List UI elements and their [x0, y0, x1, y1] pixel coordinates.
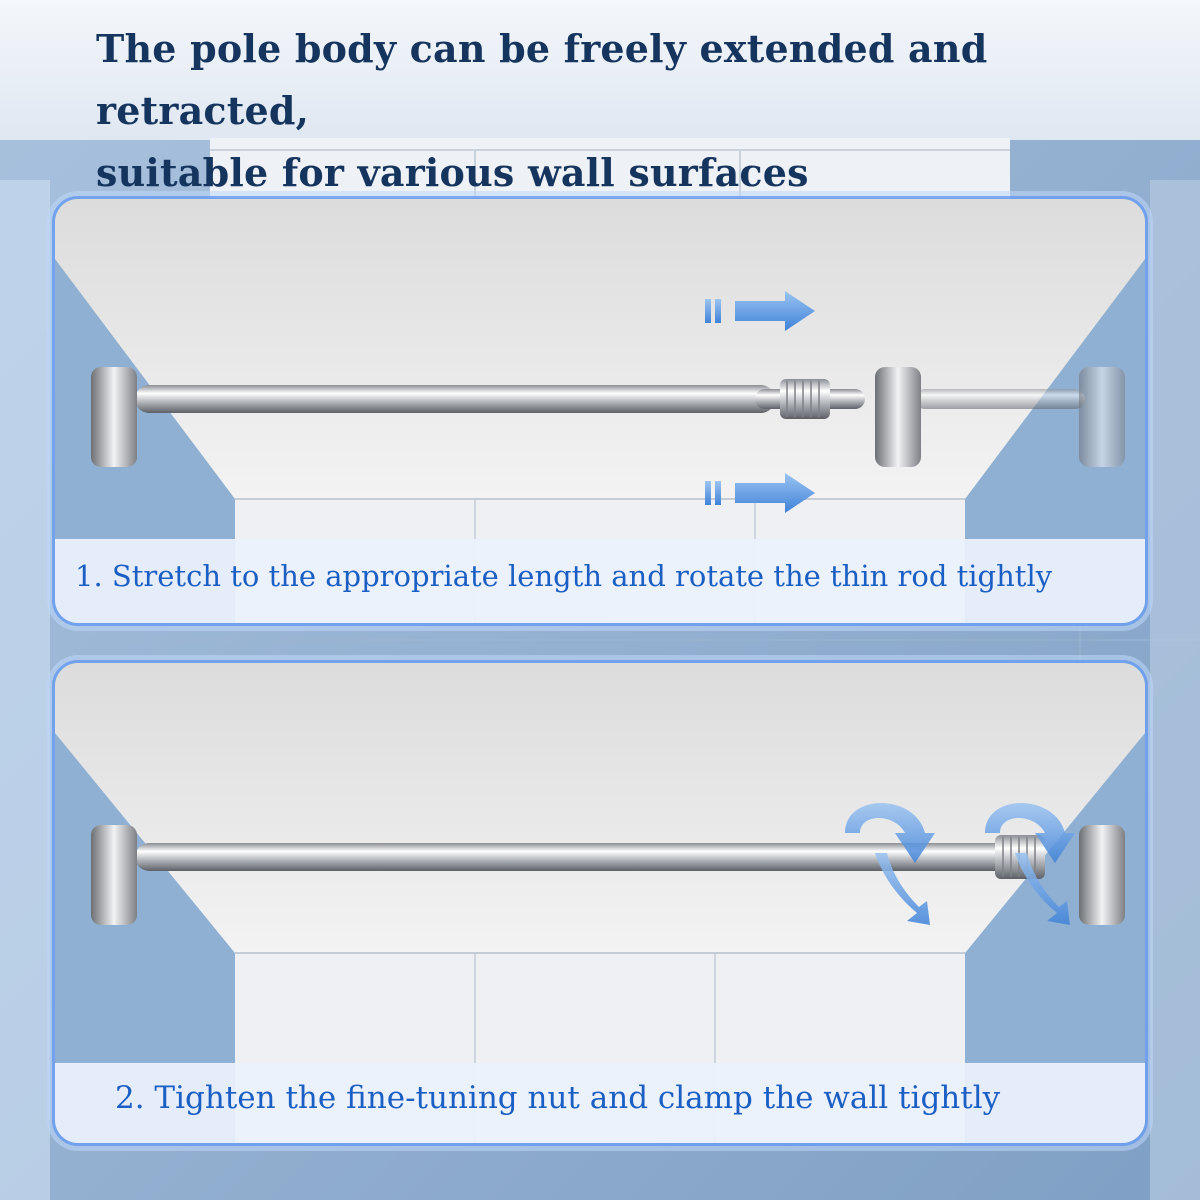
- rotate-arrow-icon: [845, 803, 935, 925]
- rotate-arrow-icon: [985, 803, 1075, 925]
- step-2-caption-bar: 2. Tighten the fine-tuning nut and clamp…: [55, 1063, 1145, 1143]
- arrow-right-icon: [705, 291, 815, 331]
- step-1-caption: 1. Stretch to the appropriate length and…: [75, 559, 1053, 593]
- step-1-panel: 1. Stretch to the appropriate length and…: [52, 196, 1148, 626]
- arrow-right-icon: [705, 473, 815, 513]
- headline-line-1: The pole body can be freely extended and…: [96, 26, 988, 133]
- step-1-caption-bar: 1. Stretch to the appropriate length and…: [55, 539, 1145, 623]
- headline-line-2: suitable for various wall surfaces: [96, 150, 809, 195]
- headline: The pole body can be freely extended and…: [96, 18, 1176, 204]
- step-2-caption: 2. Tighten the fine-tuning nut and clamp…: [115, 1080, 1001, 1116]
- step-2-panel: 2. Tighten the fine-tuning nut and clamp…: [52, 660, 1148, 1146]
